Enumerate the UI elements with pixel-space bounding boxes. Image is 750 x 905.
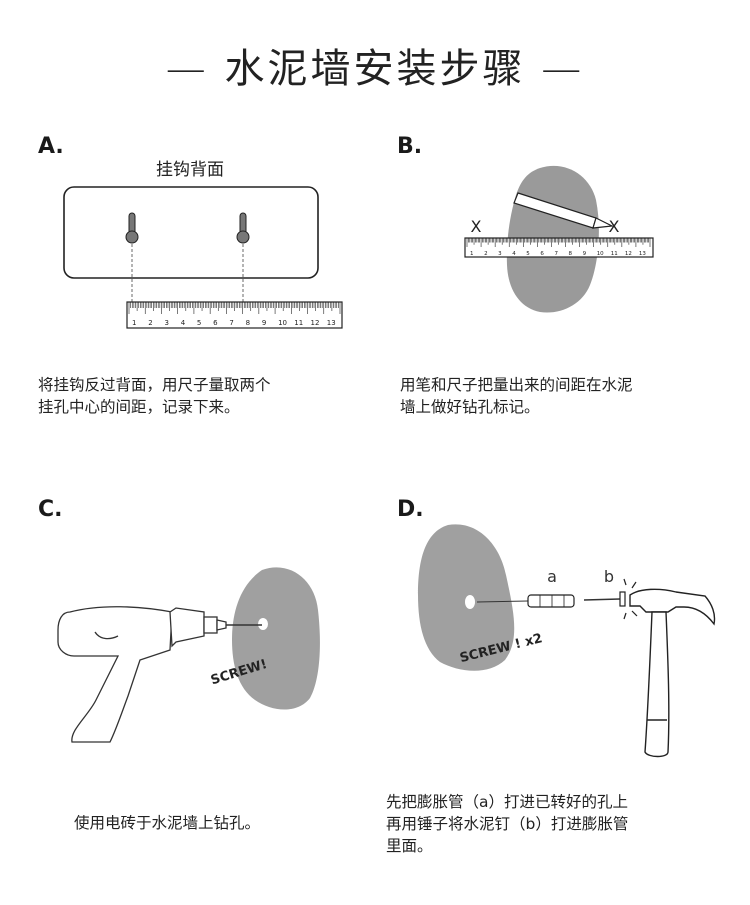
ruler-number: 10 [278,319,287,327]
hammer-icon [629,588,716,758]
ruler-number: 7 [554,251,558,257]
step-c-caption: 使用电砖于水泥墙上钻孔。 [74,814,261,832]
nail-icon [583,591,626,607]
ruler-number: 2 [484,251,488,257]
step-d-letter: D. [397,497,424,522]
step-b-caption: 用笔和尺子把量出来的间距在水泥 墙上做好钻孔标记。 [400,376,633,416]
wall-patch-d [418,524,515,671]
ruler-number: 9 [262,319,266,327]
ruler-number: 10 [597,251,604,257]
ruler-number: 9 [583,251,587,257]
keyhole-left [125,212,139,244]
part-b-label: b [604,567,614,586]
ruler-number: 6 [540,251,544,257]
ruler-number: 11 [611,251,618,257]
mark-x-right: X [609,217,620,236]
ruler-number: 4 [181,319,186,327]
ruler-number: 1 [132,319,136,327]
wall-patch-c [232,567,320,710]
ruler-number: 3 [164,319,168,327]
ruler-number: 4 [512,251,516,257]
ruler-number: 13 [327,319,336,327]
ruler-number: 2 [148,319,152,327]
part-a-label: a [547,567,557,586]
ruler-number: 13 [639,251,646,257]
ruler-number: 11 [294,319,303,327]
ruler-number: 5 [197,319,201,327]
ruler-number: 8 [246,319,250,327]
ruler-number: 12 [311,319,320,327]
hook-back-label: 挂钩背面 [156,160,224,180]
ruler-number: 12 [625,251,632,257]
ruler-b [464,237,654,258]
ruler-number: 7 [229,319,233,327]
impact-lines [623,578,638,620]
wall-plug-icon [527,594,575,608]
step-d-caption: 先把膨胀管（a）打进已转好的孔上 再用锤子将水泥钉（b）打进膨胀管 里面。 [386,793,629,855]
ruler-number: 8 [569,251,573,257]
hook-panel [63,186,319,279]
ruler-number: 3 [498,251,502,257]
ruler-number: 6 [213,319,218,327]
step-a-caption: 将挂钩反过背面，用尺子量取两个 挂孔中心的间距，记录下来。 [38,376,271,416]
step-b-letter: B. [397,134,423,159]
step-c-letter: C. [38,497,63,522]
keyhole-right [236,212,250,244]
pencil-icon [513,192,615,229]
drill-icon [57,606,262,743]
ruler-number: 1 [470,251,474,257]
ruler-number: 5 [526,251,530,257]
page-title: — 水泥墙安装步骤 — [165,46,585,92]
step-a-letter: A. [38,134,64,159]
mark-x-left: X [471,217,482,236]
